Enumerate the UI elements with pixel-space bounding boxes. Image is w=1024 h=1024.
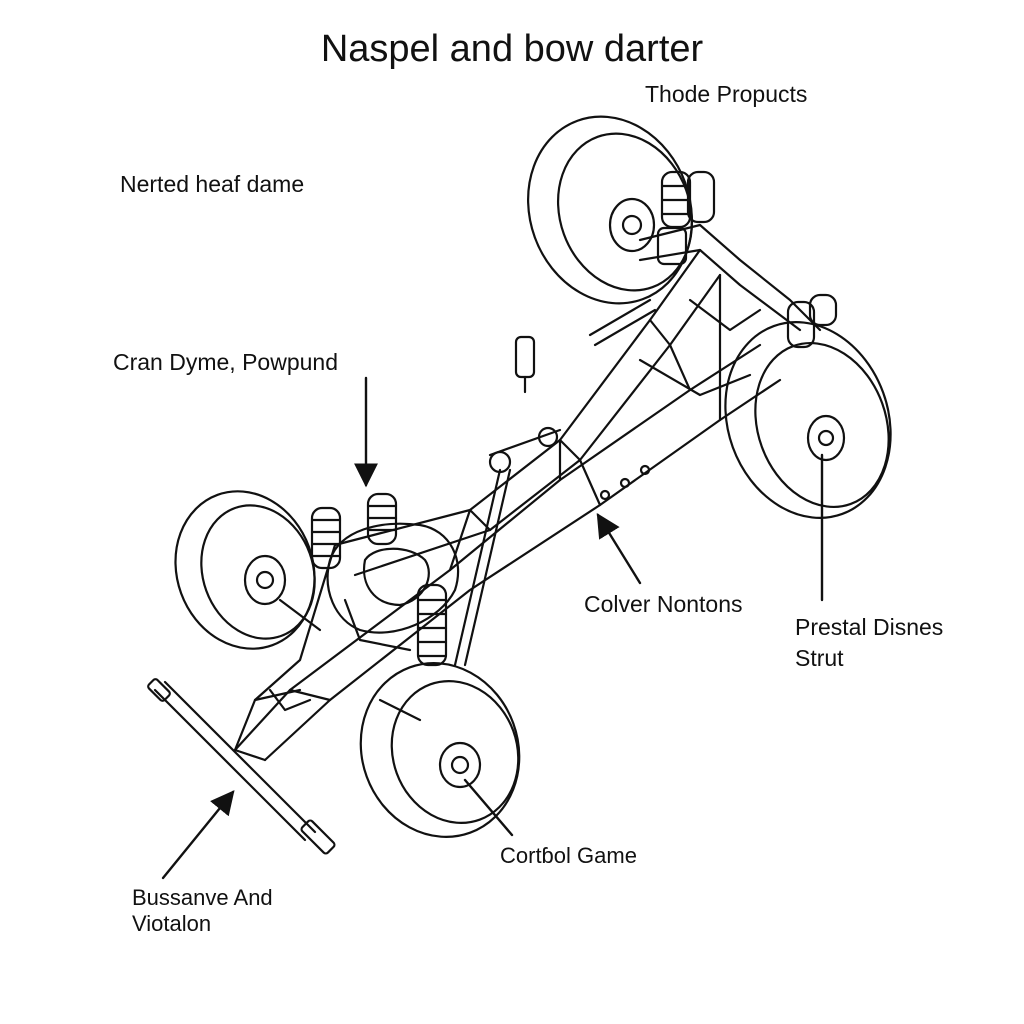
label-bussanve-line2: Viotalon <box>132 911 212 937</box>
callout-arrows <box>161 376 824 880</box>
coil-spring-rear-left <box>660 170 692 229</box>
wheel-front-left <box>174 490 322 650</box>
coil-spring-front-left <box>310 506 342 570</box>
wheel-front-right <box>359 662 521 838</box>
coil-spring-front-right <box>416 583 448 667</box>
arrow-bussanve <box>161 790 235 880</box>
label-prestal-disnes-line2: Strut <box>795 645 844 672</box>
label-bussanve-and-viotalon: Bussanve And Viotalon <box>132 885 273 938</box>
coil-spring-front-center <box>366 492 398 546</box>
coil-spring-rear-right <box>786 293 838 349</box>
label-cran-dyme: Cran Dyme, Powpund <box>113 349 338 375</box>
chassis-frame <box>233 248 782 762</box>
label-nerted-heaf-dame: Nerted heaf dame <box>120 171 305 197</box>
label-thode-propucts: Thode Propucts <box>645 81 808 107</box>
arrow-colver-nontons <box>596 512 642 585</box>
diagram-title: Naspel and bow darter <box>320 28 704 70</box>
label-cortbol-game: Cortɓol Game <box>500 843 637 868</box>
bolt-part <box>514 335 536 394</box>
label-bussanve-line1: Bussanve And <box>132 885 273 910</box>
rear-axle <box>588 223 822 397</box>
tie-bar <box>147 678 336 855</box>
label-prestal-disnes-line1: Prestal Disnes <box>795 614 944 640</box>
arrow-cortbol-game <box>463 778 514 837</box>
label-colver-nontons: Colver Nontons <box>584 591 743 617</box>
label-prestal-disnes-strut: Prestal Disnes Strut <box>795 612 943 674</box>
wheel-rear-right <box>724 321 892 519</box>
wheel-rear-left <box>527 115 694 305</box>
drag-link <box>453 426 562 667</box>
